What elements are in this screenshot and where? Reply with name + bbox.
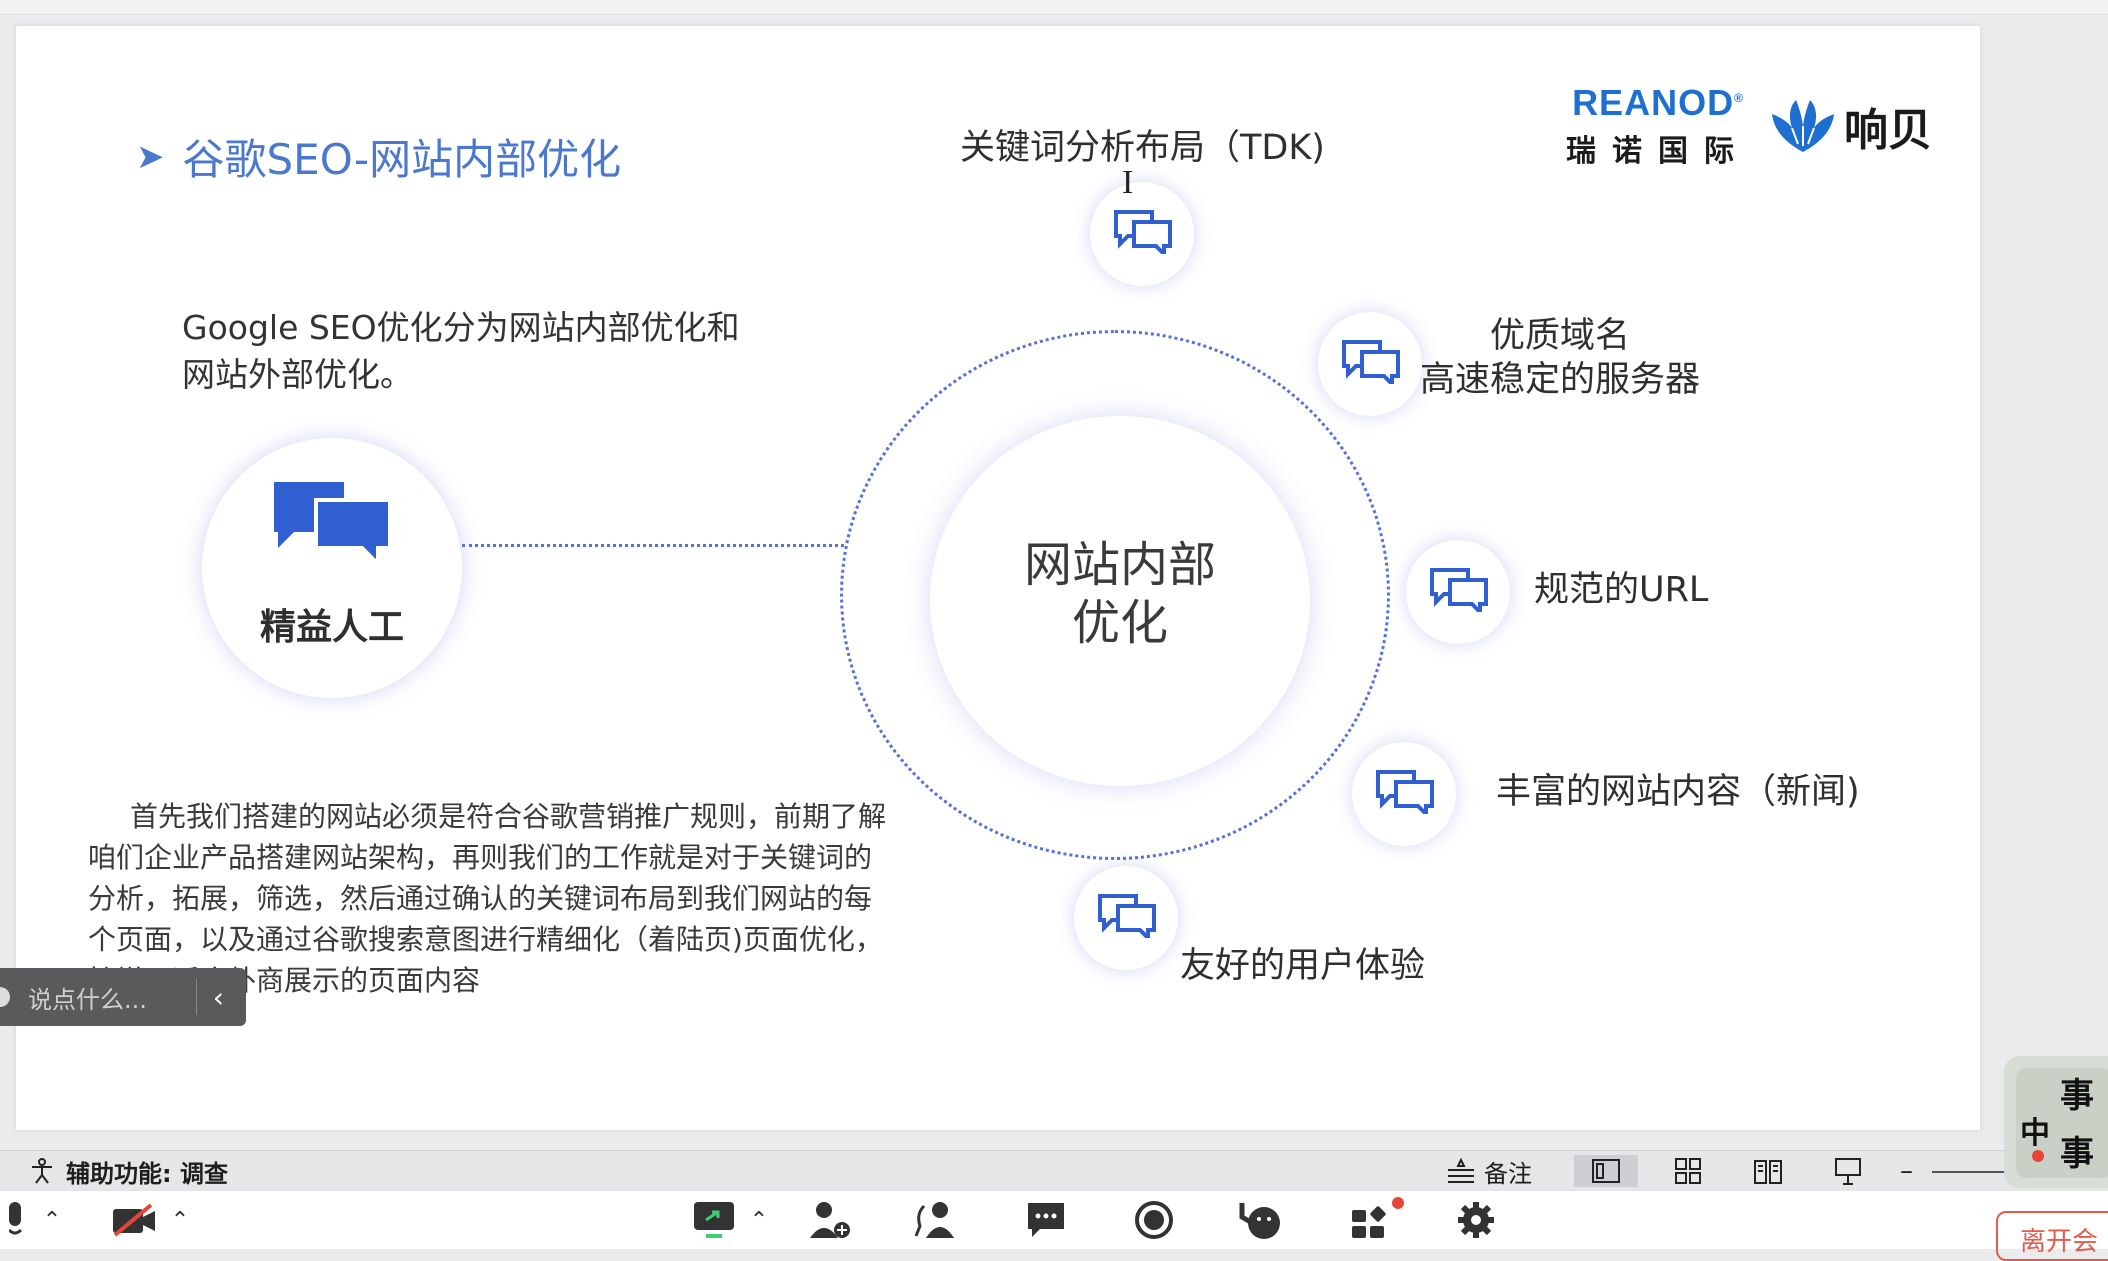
reanod-brand-text: REANOD bbox=[1572, 82, 1735, 123]
chat-bubbles-icon bbox=[1376, 770, 1434, 814]
settings-icon bbox=[1458, 1202, 1494, 1238]
record-button[interactable] bbox=[1124, 1197, 1184, 1243]
slideshow-icon bbox=[1835, 1158, 1861, 1185]
share-options-icon[interactable]: ⌃ bbox=[749, 1207, 769, 1233]
chat-bubbles-icon bbox=[1430, 568, 1488, 612]
normal-view-icon bbox=[1592, 1159, 1620, 1183]
slide-title: ➤ 谷歌SEO-网站内部优化 bbox=[136, 126, 621, 187]
node-domain-server-label: 优质域名 高速稳定的服务器 bbox=[1420, 314, 1700, 402]
grid-view-icon bbox=[1675, 1158, 1701, 1184]
camera-off-icon bbox=[112, 1203, 155, 1237]
apps-icon bbox=[1352, 1206, 1386, 1238]
center-text-line1: 网站内部 bbox=[1023, 537, 1216, 593]
presentation-slide: ➤ 谷歌SEO-网站内部优化 REANOD® 瑞诺国际 响贝 Google SE… bbox=[16, 26, 1980, 1130]
recording-dot bbox=[2032, 1150, 2044, 1162]
chat-input-box[interactable]: 说点什么... ‹ bbox=[0, 968, 246, 1026]
left-circle: 精益人工 bbox=[202, 438, 462, 698]
node-url bbox=[1406, 540, 1510, 644]
thumbnail-char-2: 中 bbox=[2020, 1116, 2050, 1151]
meeting-toolbar: ⌃ ⌃ ⌃ 离开会 bbox=[0, 1190, 2108, 1261]
chat-bubbles-icon bbox=[274, 482, 392, 566]
participants-icon bbox=[914, 1202, 954, 1238]
thumbnail-char-3: 事 bbox=[2060, 1134, 2094, 1174]
chat-icon bbox=[1028, 1203, 1064, 1237]
center-text: 网站内部 优化 bbox=[930, 536, 1310, 652]
node-user-experience-label: 友好的用户体验 bbox=[1180, 946, 1426, 986]
node-content-label: 丰富的网站内容（新闻) bbox=[1496, 772, 1860, 812]
center-text-line2: 优化 bbox=[1071, 595, 1168, 651]
registered-mark: ® bbox=[1734, 91, 1744, 105]
node-keywords-label: 关键词分析布局（TDK) bbox=[960, 128, 1325, 168]
center-circle: 网站内部 优化 bbox=[930, 416, 1310, 786]
chat-button[interactable] bbox=[1016, 1197, 1076, 1243]
reactions-button[interactable] bbox=[1230, 1197, 1290, 1243]
chat-bubbles-icon bbox=[1114, 210, 1172, 254]
status-bar: 辅助功能: 调查 备注 – bbox=[0, 1150, 2108, 1191]
apps-notification-dot bbox=[1392, 1197, 1404, 1209]
title-arrow-icon: ➤ bbox=[136, 136, 165, 177]
normal-view-button[interactable] bbox=[1574, 1155, 1638, 1187]
participants-button[interactable] bbox=[906, 1197, 966, 1243]
left-circle-label: 精益人工 bbox=[259, 607, 404, 648]
node-url-label: 规范的URL bbox=[1534, 570, 1709, 610]
mic-options-icon[interactable]: ⌃ bbox=[42, 1207, 62, 1233]
thumbnail-char-1: 事 bbox=[2060, 1076, 2094, 1116]
company-logo: REANOD® 瑞诺国际 响贝 bbox=[1566, 82, 1932, 170]
reading-view-icon bbox=[1754, 1160, 1782, 1184]
add-user-icon bbox=[810, 1202, 850, 1238]
grid-view-button[interactable] bbox=[1656, 1155, 1720, 1187]
mic-icon bbox=[8, 1202, 22, 1235]
window-top-strip bbox=[0, 0, 2108, 15]
settings-button[interactable] bbox=[1446, 1197, 1506, 1243]
collapse-chat-icon[interactable]: ‹ bbox=[212, 980, 224, 1014]
node-server-label: 高速稳定的服务器 bbox=[1420, 360, 1701, 400]
participant-video-thumbnail[interactable]: 事 中 事 bbox=[2004, 1056, 2108, 1188]
text-cursor-icon: I bbox=[1122, 164, 1134, 201]
record-icon bbox=[1135, 1201, 1173, 1239]
accessibility-icon bbox=[32, 1158, 52, 1184]
partner-logo: 响贝 bbox=[1768, 94, 1932, 158]
dotted-ring bbox=[840, 330, 1390, 860]
chat-bubbles-icon bbox=[1098, 894, 1156, 938]
zoom-out-button[interactable]: – bbox=[1900, 1156, 1913, 1186]
thumbnail-image bbox=[2016, 1068, 2108, 1178]
camera-button[interactable]: ⌃ bbox=[100, 1197, 200, 1243]
raise-hand-icon bbox=[1239, 1203, 1280, 1239]
share-screen-icon bbox=[693, 1202, 734, 1238]
camera-options-icon[interactable]: ⌃ bbox=[170, 1207, 190, 1233]
node-domain-label: 优质域名 bbox=[1490, 316, 1631, 356]
zoom-slider[interactable] bbox=[1932, 1171, 2012, 1173]
reanod-logo: REANOD® 瑞诺国际 bbox=[1566, 82, 1750, 170]
reading-view-button[interactable] bbox=[1736, 1155, 1800, 1187]
chat-input-placeholder[interactable]: 说点什么... bbox=[28, 985, 147, 1014]
node-keywords bbox=[1090, 182, 1194, 286]
accessibility-status[interactable]: 辅助功能: 调查 bbox=[28, 1154, 228, 1189]
invite-button[interactable] bbox=[800, 1197, 860, 1243]
notes-button[interactable]: 备注 bbox=[1446, 1154, 1532, 1189]
chat-bubbles-icon bbox=[1342, 340, 1400, 384]
share-screen-button[interactable]: ⌃ bbox=[680, 1197, 780, 1243]
chat-divider bbox=[195, 979, 197, 1015]
apps-button[interactable] bbox=[1340, 1197, 1404, 1243]
intro-text: Google SEO优化分为网站内部优化和网站外部优化。 bbox=[182, 308, 740, 394]
notes-label: 备注 bbox=[1484, 1159, 1532, 1188]
node-user-experience bbox=[1074, 866, 1178, 970]
leave-meeting-button[interactable]: 离开会 bbox=[1996, 1211, 2108, 1261]
slideshow-view-button[interactable] bbox=[1816, 1155, 1880, 1187]
node-content bbox=[1352, 742, 1456, 846]
reanod-cn-name: 瑞诺国际 bbox=[1566, 134, 1750, 169]
slide-title-text: 谷歌SEO-网站内部优化 bbox=[182, 135, 622, 184]
node-domain-server bbox=[1318, 312, 1422, 416]
mic-button[interactable]: ⌃ bbox=[0, 1197, 70, 1243]
shell-logo-icon bbox=[1772, 100, 1834, 152]
chat-indicator-icon bbox=[0, 987, 10, 1007]
dotted-connector bbox=[462, 544, 844, 547]
accessibility-label: 辅助功能: 调查 bbox=[66, 1159, 228, 1188]
partner-name: 响贝 bbox=[1844, 105, 1932, 156]
notes-icon bbox=[1448, 1158, 1474, 1183]
